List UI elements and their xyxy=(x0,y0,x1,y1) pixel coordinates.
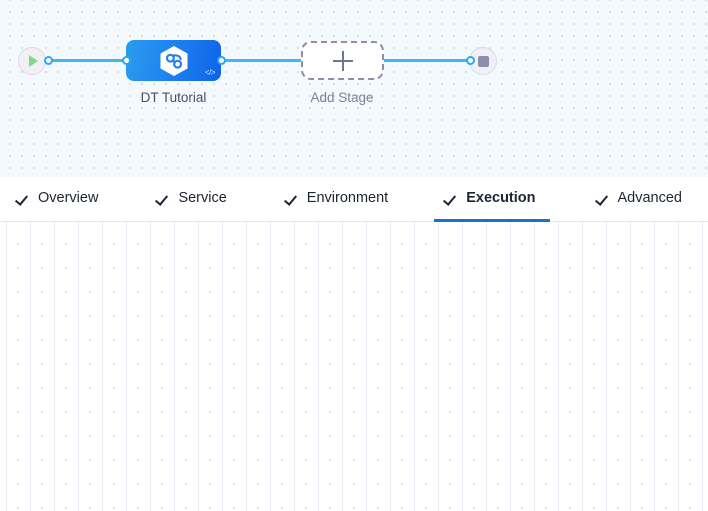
check-icon xyxy=(158,192,171,205)
edge-stage-to-addstage xyxy=(225,59,303,62)
check-icon xyxy=(287,192,300,205)
edge-start-to-stage xyxy=(52,59,132,62)
tab-label: Environment xyxy=(306,190,389,206)
tab-label: Execution xyxy=(466,190,536,206)
pipeline-start-node[interactable] xyxy=(18,47,46,75)
start-output-port[interactable] xyxy=(44,56,53,65)
tab-overview[interactable]: Overview xyxy=(18,177,98,222)
tab-advanced[interactable]: Advanced xyxy=(598,177,683,222)
check-icon xyxy=(598,192,611,205)
end-input-port[interactable] xyxy=(466,56,475,65)
stage-input-port[interactable] xyxy=(122,56,131,65)
stage-node-dt-tutorial[interactable]: </> xyxy=(126,40,221,81)
tab-environment[interactable]: Environment xyxy=(287,177,388,222)
edge-addstage-to-end xyxy=(384,59,474,62)
tab-execution[interactable]: Execution xyxy=(434,177,550,222)
harness-hexagon-icon xyxy=(160,45,187,76)
check-icon xyxy=(18,192,31,205)
plus-icon xyxy=(332,50,353,71)
tab-label: Service xyxy=(178,190,227,206)
stage-config-tabbar: Overview Service Environment Execution A… xyxy=(0,177,708,222)
stop-icon xyxy=(477,55,489,67)
play-icon xyxy=(28,55,38,67)
active-tab-underline xyxy=(434,218,550,222)
code-badge-icon: </> xyxy=(204,68,216,77)
check-icon xyxy=(446,192,459,205)
tab-label: Overview xyxy=(38,190,99,206)
add-stage-label: Add Stage xyxy=(310,90,374,105)
tab-service[interactable]: Service xyxy=(158,177,226,222)
tab-label: Advanced xyxy=(617,190,683,206)
stage-graph-canvas[interactable]: </> DT Tutorial Add Stage xyxy=(0,0,708,177)
stage-output-port[interactable] xyxy=(217,56,226,65)
stage-node-label: DT Tutorial xyxy=(140,90,207,105)
execution-graph-canvas[interactable]: </> Fetch Instances Add Step xyxy=(0,222,708,511)
add-stage-button[interactable] xyxy=(301,41,384,80)
